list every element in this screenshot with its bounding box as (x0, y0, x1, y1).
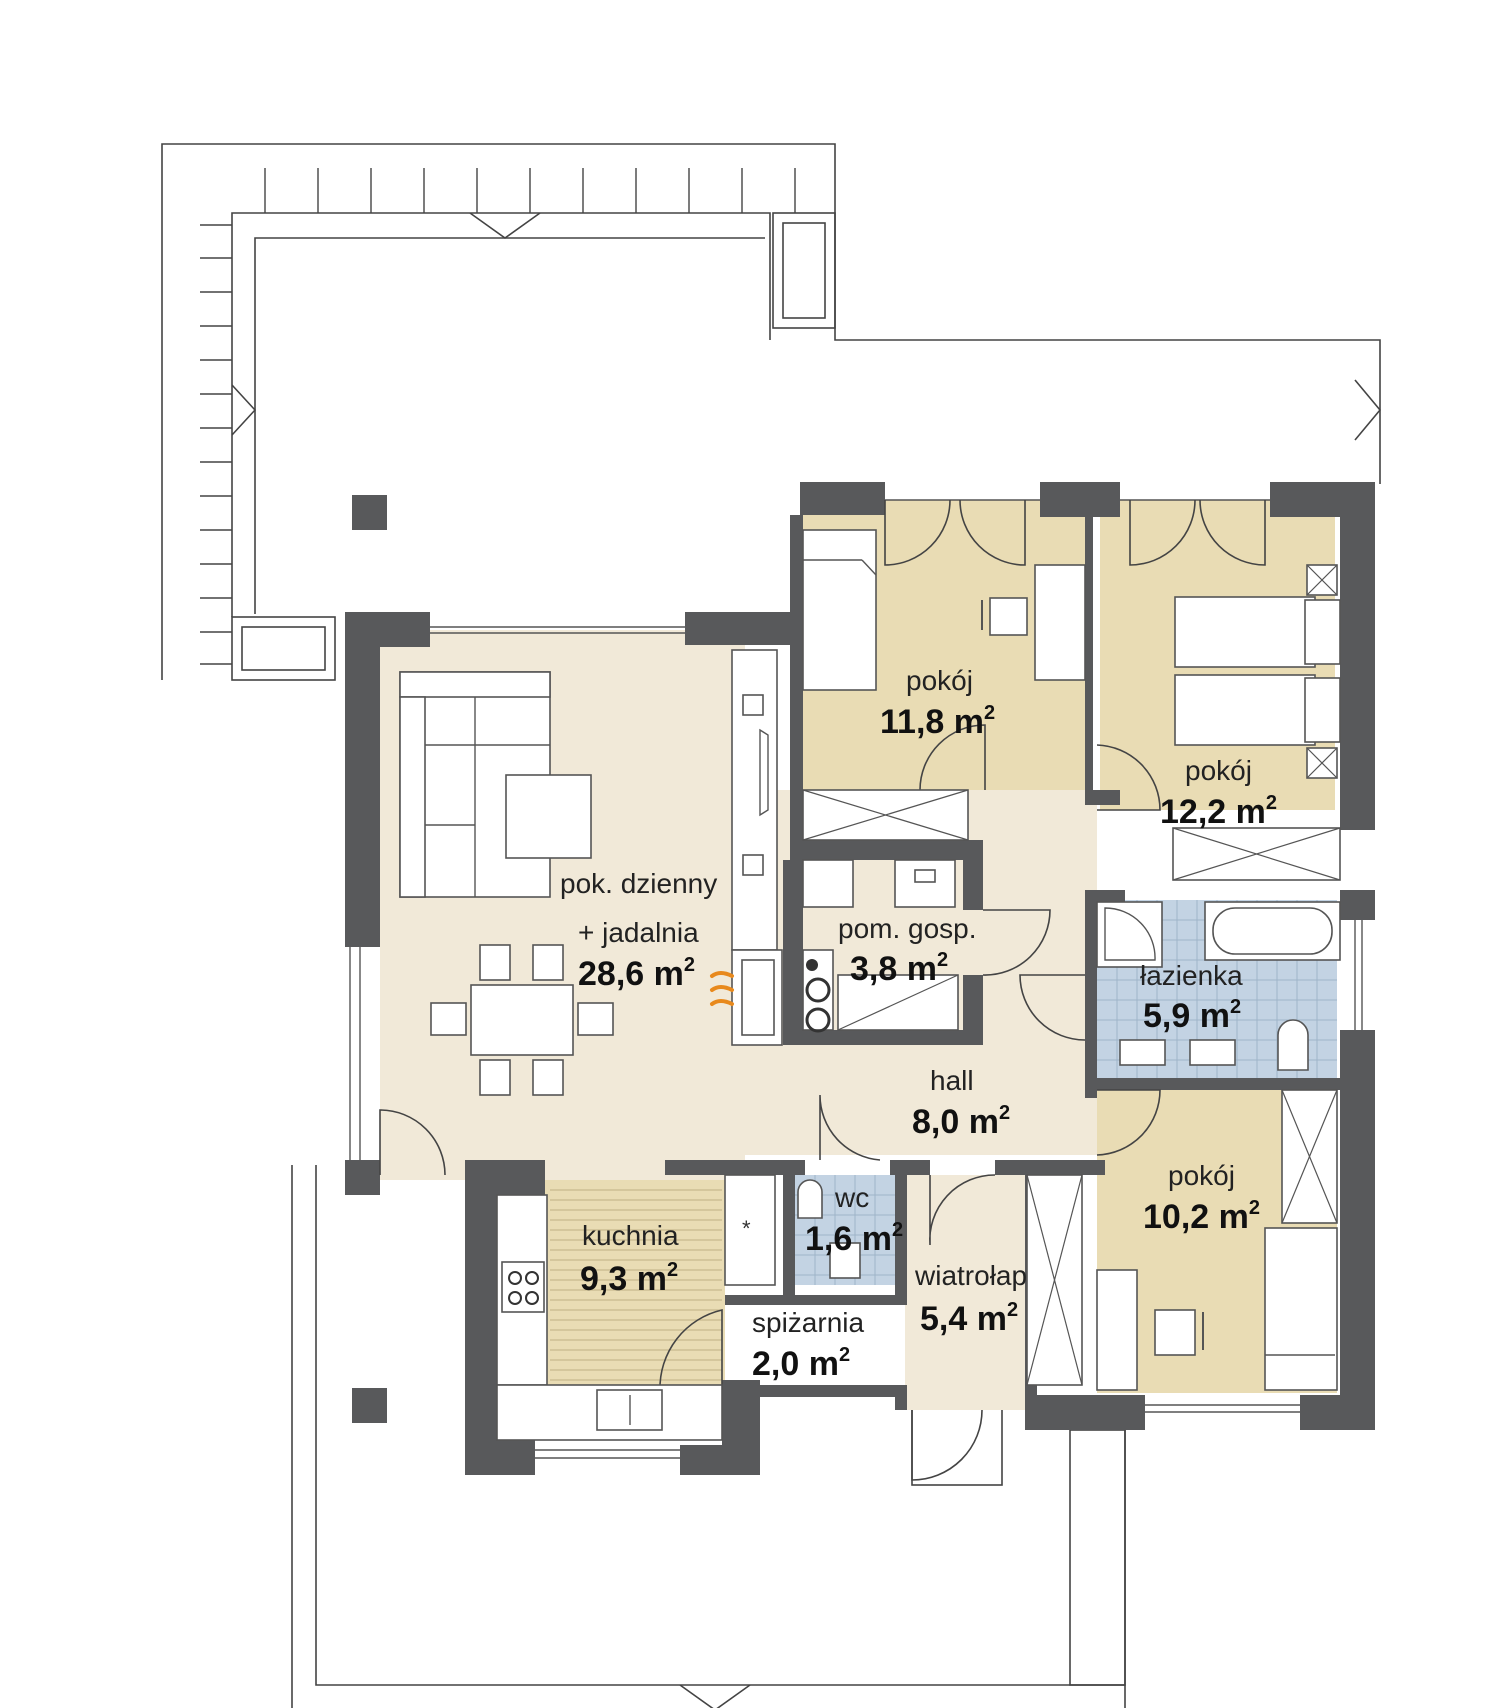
kitchen-name: kuchnia (582, 1220, 679, 1251)
room3-area: 10,2 m2 (1143, 1197, 1260, 1236)
fridge (724, 1174, 776, 1286)
upper-terrace (161, 143, 1382, 681)
bed-room2-a (1174, 596, 1316, 668)
vestibule-name: wiatrołap (914, 1260, 1027, 1291)
fridge-star-icon: * (742, 1216, 751, 1241)
bed-room2-b (1174, 674, 1316, 746)
bath-toilet (1277, 1019, 1309, 1071)
utility-name: pom. gosp. (838, 913, 977, 944)
terrace-hatching-top (264, 168, 796, 213)
floor-kitchen (545, 1180, 725, 1390)
room3-name: pokój (1168, 1160, 1235, 1191)
vestibule-area: 5,4 m2 (920, 1299, 1018, 1338)
furniture-bathroom (1096, 901, 1341, 1071)
room1-area: 11,8 m2 (880, 702, 995, 741)
floor-vestibule (905, 1175, 1027, 1410)
bathroom-name: łazienka (1140, 960, 1243, 991)
bathroom-area: 5,9 m2 (1143, 996, 1241, 1035)
wc-toilet (797, 1179, 823, 1219)
desk-room3 (1096, 1269, 1138, 1391)
bed-room1 (802, 529, 877, 691)
room2-area: 12,2 m2 (1160, 792, 1277, 831)
column-lower (352, 1388, 387, 1423)
living-name-2: + jadalnia (578, 917, 699, 948)
bath-sink-1 (1119, 1039, 1166, 1066)
room1-name: pokój (906, 665, 973, 696)
bath-sink-2 (1189, 1039, 1236, 1066)
pantry-area: 2,0 m2 (752, 1344, 850, 1383)
terrace-hatching-left (200, 224, 232, 665)
fireplace-flames-icon (710, 971, 734, 1006)
room-labels: pok. dzienny + jadalnia 28,6 m2 pokój 11… (560, 665, 1277, 1383)
furniture-living (399, 649, 783, 1096)
hall-area: 8,0 m2 (912, 1102, 1010, 1141)
desk-room1 (1034, 564, 1086, 681)
room2-name: pokój (1185, 755, 1252, 786)
pantry-name: spiżarnia (752, 1307, 864, 1338)
wc-name: wc (834, 1182, 869, 1213)
floor-pantry (725, 1300, 897, 1395)
shower-corner (1096, 901, 1163, 968)
doors (379, 499, 1266, 1481)
hall-name: hall (930, 1065, 974, 1096)
hob (501, 1261, 545, 1313)
wc-area: 1,6 m2 (805, 1219, 903, 1258)
furniture-room1 (802, 529, 1086, 841)
furniture-kitchen: * (496, 1174, 776, 1441)
dining-table (470, 984, 574, 1056)
tv-cabinet (731, 649, 778, 951)
kitchen-floor-stripes (550, 1189, 722, 1381)
utility-area: 3,8 m2 (850, 949, 948, 988)
furniture-room3 (1096, 1089, 1338, 1391)
column-upper (352, 495, 387, 530)
coffee-table (505, 774, 592, 859)
wc-sink (829, 1242, 861, 1279)
kitchen-area: 9,3 m2 (580, 1259, 678, 1298)
bed-room3 (1264, 1227, 1338, 1391)
windows (349, 499, 1363, 1459)
living-area: 28,6 m2 (578, 954, 695, 993)
furniture-utility (802, 859, 959, 1033)
living-name-1: pok. dzienny (560, 868, 717, 899)
furniture-wc (797, 1179, 861, 1279)
furniture-room2 (1172, 564, 1341, 881)
furniture-vestibule (1026, 1174, 1083, 1386)
